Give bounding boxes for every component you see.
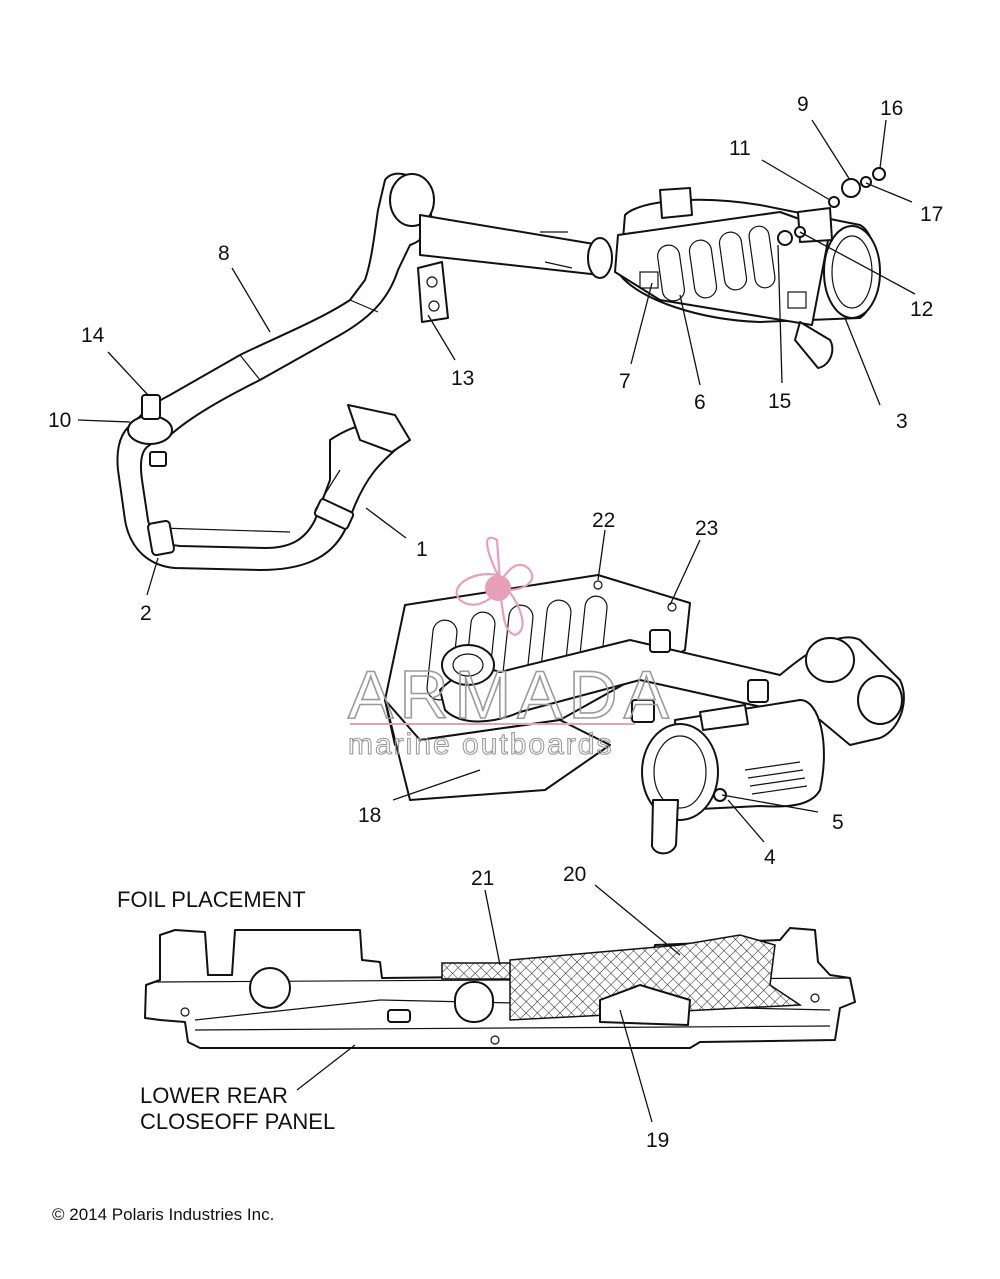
watermark: ARMADA marine outboards: [347, 536, 675, 762]
callout-16: 16: [880, 97, 903, 120]
callout-17: 17: [920, 203, 943, 226]
callout-7: 7: [619, 370, 631, 393]
callout-18: 18: [358, 804, 381, 827]
callout-3: 3: [896, 410, 908, 433]
callout-14: 14: [81, 324, 105, 347]
middle-assembly: [384, 574, 905, 855]
head-pipe-assembly: [116, 172, 613, 571]
foil-placement-caption: FOIL PLACEMENT: [117, 887, 306, 912]
copyright-text: © 2014 Polaris Industries Inc.: [52, 1205, 274, 1224]
muffler-assembly: [614, 167, 886, 369]
panel-caption-line2: CLOSEOFF PANEL: [140, 1109, 335, 1134]
callout-23: 23: [695, 517, 718, 540]
callout-10: 10: [48, 409, 71, 432]
closeoff-panel: [144, 927, 856, 1049]
callout-19: 19: [646, 1129, 669, 1152]
callout-20: 20: [563, 863, 586, 886]
callout-15: 15: [768, 390, 791, 413]
callout-21: 21: [471, 867, 494, 890]
callout-8: 8: [218, 242, 230, 265]
watermark-tagline: marine outboards: [348, 728, 613, 761]
callout-2: 2: [140, 602, 152, 625]
watermark-brand: ARMADA: [348, 657, 675, 733]
callout-labels: 1 2 3 4 5 6 7 8 9 10 11 12 13 14 15 16 1…: [48, 93, 943, 1152]
callout-1: 1: [416, 538, 428, 561]
callout-5: 5: [832, 811, 844, 834]
callout-9: 9: [797, 93, 809, 116]
callout-11: 11: [729, 137, 751, 160]
watermark-propeller-icon: [455, 536, 534, 637]
callout-6: 6: [694, 391, 706, 414]
leader-lines: [77, 119, 916, 1123]
panel-caption-line1: LOWER REAR: [140, 1083, 288, 1108]
callout-22: 22: [592, 509, 615, 532]
callout-12: 12: [910, 298, 933, 321]
callout-4: 4: [764, 846, 776, 869]
callout-13: 13: [451, 367, 474, 390]
